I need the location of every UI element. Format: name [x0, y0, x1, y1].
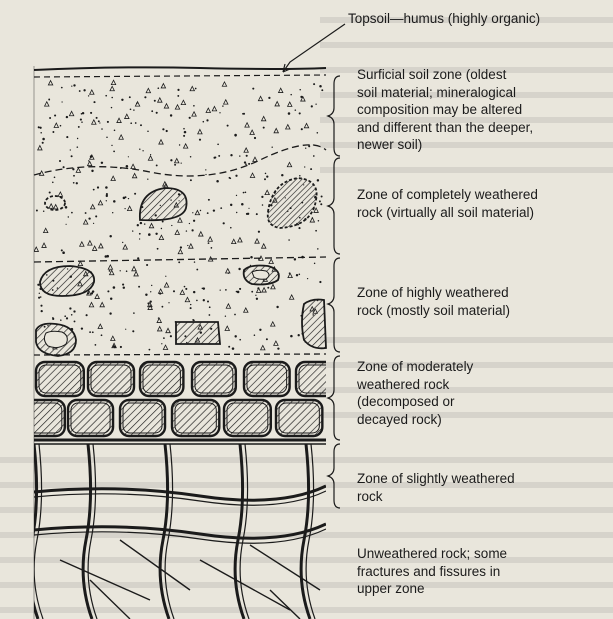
label-moderately-weathered: Zone of moderately weathered rock (decom…	[357, 358, 597, 428]
label-topsoil: Topsoil—humus (highly organic)	[348, 10, 588, 28]
slightly-weathered-fractures	[29, 444, 326, 619]
topsoil-layer	[34, 67, 326, 77]
boundary-surficial-complete	[34, 145, 326, 176]
moderately-weathered-blocks	[16, 362, 376, 436]
label-surficial-soil-zone: Surficial soil zone (oldest soil materia…	[357, 66, 597, 154]
label-slightly-weathered: Zone of slightly weathered rock	[357, 470, 597, 505]
boundary-complete-highly	[34, 257, 326, 262]
label-highly-weathered: Zone of highly weathered rock (mostly so…	[357, 284, 597, 319]
boundary-highly-moderate	[34, 354, 326, 355]
weathered-boulders	[36, 178, 326, 356]
label-unweathered-rock: Unweathered rock; some fractures and fis…	[357, 545, 597, 598]
label-completely-weathered: Zone of completely weathered rock (virtu…	[357, 186, 597, 221]
